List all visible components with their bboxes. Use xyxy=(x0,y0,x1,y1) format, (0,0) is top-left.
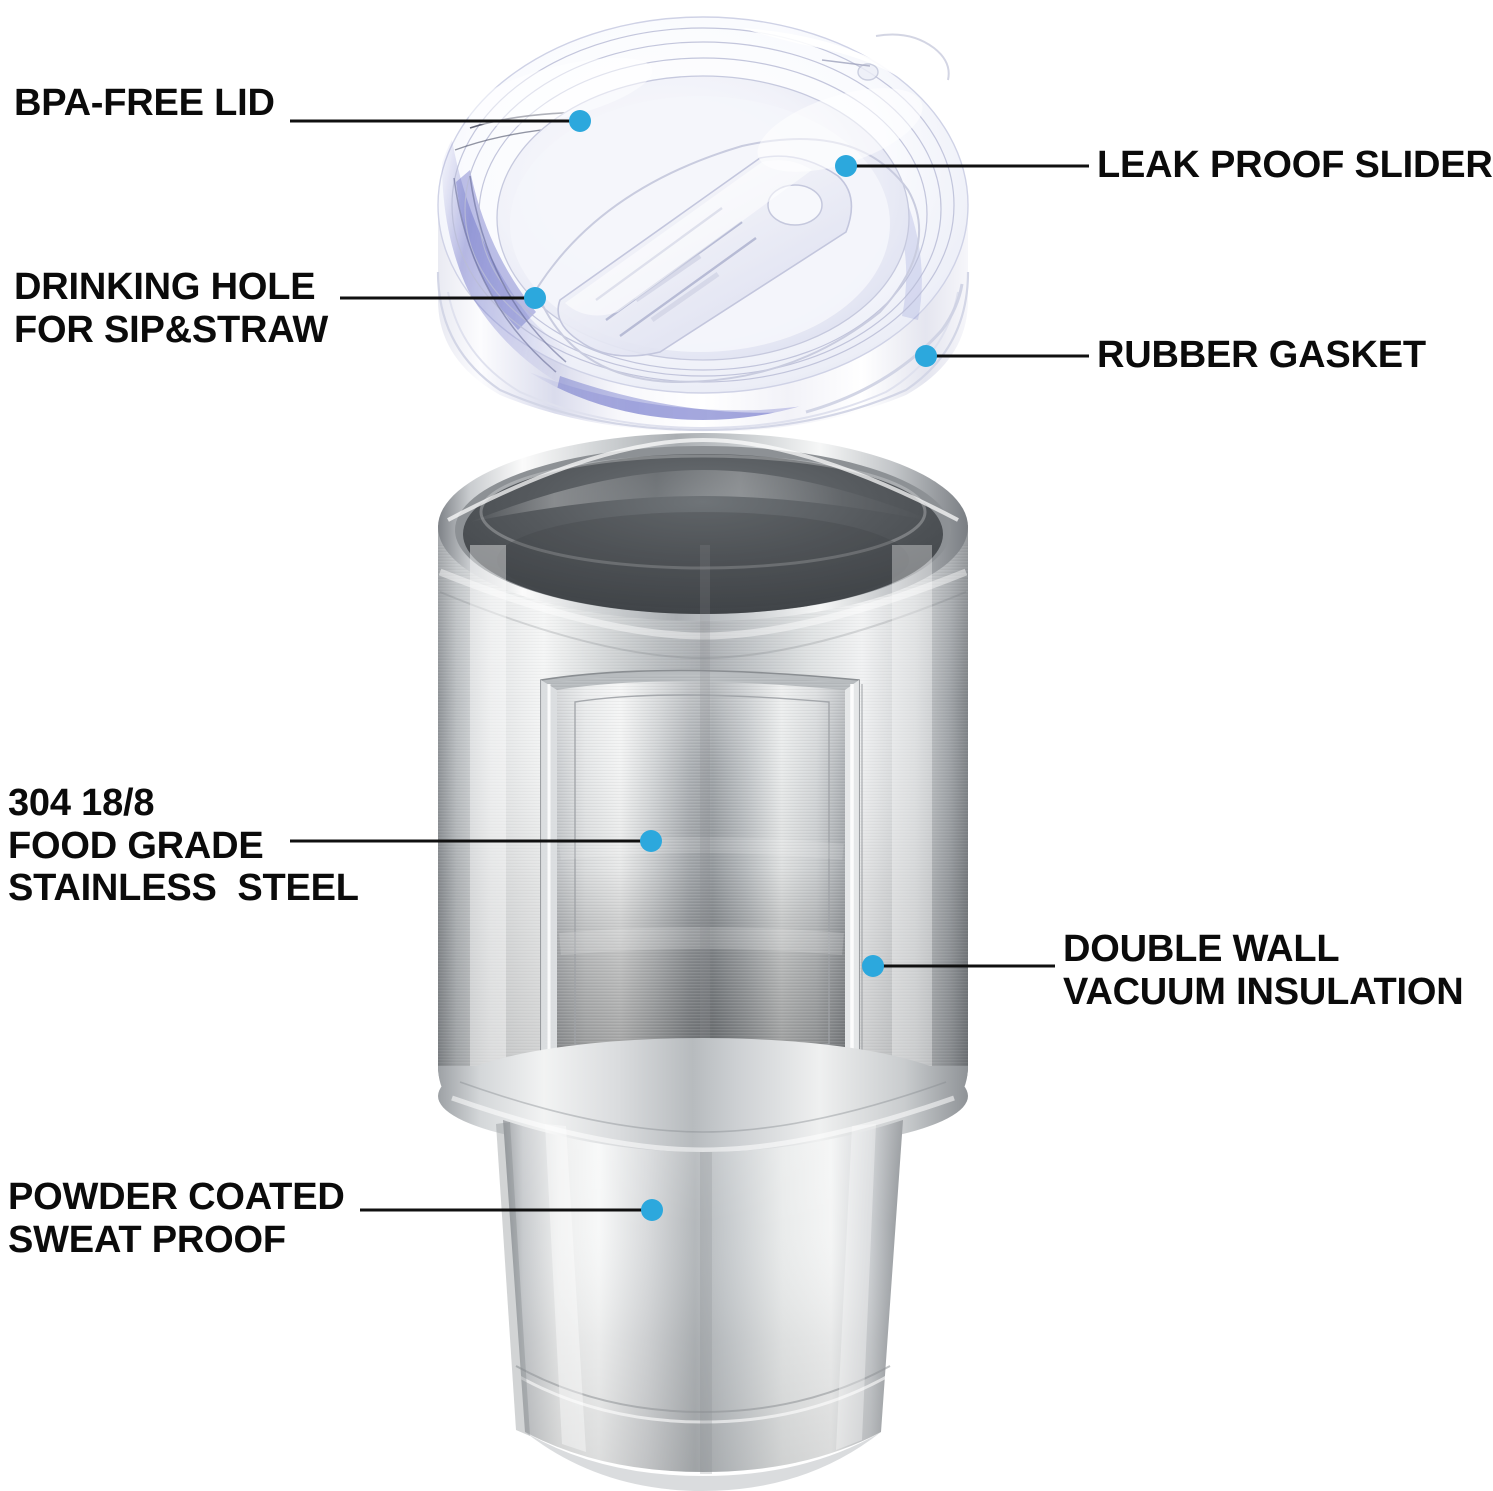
callout-leaders xyxy=(290,110,1089,1221)
callout-label-line: POWDER COATED xyxy=(8,1176,345,1218)
callout-label-line: VACUUM INSULATION xyxy=(1063,970,1464,1013)
leader-drinking-hole-for-sip-straw xyxy=(340,287,546,309)
callout-dot xyxy=(915,345,937,367)
callout-label-line: FOOD GRADE xyxy=(8,824,264,867)
leader-rubber-gasket xyxy=(915,345,1089,367)
callout-dot xyxy=(569,110,591,132)
callout-label-line: DRINKING HOLE xyxy=(14,266,316,308)
callout-label-rubber-gasket: RUBBER GASKET xyxy=(1097,334,1426,377)
callout-label-line: SWEAT PROOF xyxy=(8,1218,286,1261)
callout-dot xyxy=(862,955,884,977)
leader-powder-coated-sweat-proof xyxy=(360,1199,663,1221)
tumbler-body xyxy=(438,433,968,1491)
tumbler-lid xyxy=(436,16,970,432)
callout-label-leak-proof-slider: LEAK PROOF SLIDER xyxy=(1097,144,1493,187)
leader-leak-proof-slider xyxy=(835,155,1089,177)
leader-304-18-8-food-grade-stainless-steel xyxy=(290,830,662,852)
callout-dot xyxy=(640,830,662,852)
double-wall-cutaway xyxy=(540,669,863,1091)
leader-double-wall-vacuum-insulation xyxy=(862,955,1055,977)
leader-bpa-free-lid xyxy=(290,110,591,132)
leak-proof-slider-part xyxy=(557,155,853,357)
callout-dot xyxy=(641,1199,663,1221)
callout-label-line: LEAK PROOF SLIDER xyxy=(1097,144,1493,186)
callout-dot xyxy=(835,155,857,177)
callout-label-line: RUBBER GASKET xyxy=(1097,334,1426,376)
callout-label-line: FOR SIP&STRAW xyxy=(14,308,329,351)
callout-label-line: DOUBLE WALL xyxy=(1063,928,1340,970)
callout-label-bpa-free-lid: BPA-FREE LID xyxy=(14,82,275,125)
callout-label-line: STAINLESS STEEL xyxy=(8,867,359,910)
callout-label-line: 304 18/8 xyxy=(8,782,155,824)
callout-label-line: BPA-FREE LID xyxy=(14,82,275,124)
callout-dot xyxy=(524,287,546,309)
